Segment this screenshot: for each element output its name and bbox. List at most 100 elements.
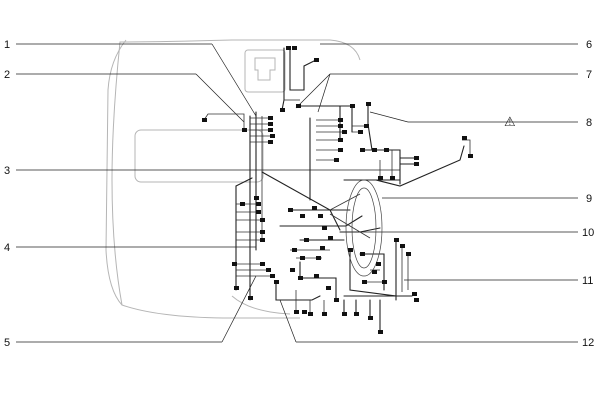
connector-block: [368, 316, 373, 320]
callout-8: 8: [586, 117, 592, 129]
callout-11: 11: [582, 275, 593, 287]
connector-block: [414, 298, 419, 302]
callout-9: 9: [586, 193, 592, 205]
connector-block: [378, 176, 383, 180]
connector-block: [354, 312, 359, 316]
callout-3: 3: [4, 165, 10, 177]
connector-block: [382, 280, 387, 284]
connector-block: [288, 208, 293, 212]
connector-block: [462, 136, 467, 140]
connector-block: [322, 226, 327, 230]
connector-block: [390, 176, 395, 180]
callout-5: 5: [4, 337, 10, 349]
connector-block: [270, 134, 275, 138]
connector-block: [406, 252, 411, 256]
connector-block: [304, 238, 309, 242]
connector-block: [260, 218, 265, 222]
connector-block: [260, 230, 265, 234]
connector-block: [302, 310, 307, 314]
connector-block: [338, 138, 343, 142]
connector-block: [270, 274, 275, 278]
connector-block: [290, 268, 295, 272]
connector-block: [414, 162, 419, 166]
connector-block: [268, 122, 273, 126]
connector-block: [248, 296, 253, 300]
connector-block: [338, 118, 343, 122]
connector-block: [318, 214, 323, 218]
connector-block: [298, 276, 303, 280]
connector-block: [296, 104, 301, 108]
connector-block: [268, 116, 273, 120]
connector-block: [234, 286, 239, 290]
connector-block: [268, 140, 273, 144]
connector-block: [366, 102, 371, 106]
connector-block: [414, 156, 419, 160]
connector-block: [260, 238, 265, 242]
connector-block: [268, 128, 273, 132]
connector-block: [384, 148, 389, 152]
connector-block: [334, 298, 339, 302]
connectors: [202, 46, 473, 334]
leader-2b: [195, 73, 245, 123]
connector-block: [372, 270, 377, 274]
connector-block: [348, 248, 353, 252]
seat-belt-warning-icon: ⚠: [504, 115, 516, 130]
svg-text:⚠: ⚠: [504, 115, 516, 130]
connector-block: [338, 124, 343, 128]
callout-2: 2: [4, 69, 10, 81]
connector-block: [338, 148, 343, 152]
callout-6: 6: [586, 39, 592, 51]
connector-block: [314, 274, 319, 278]
connector-block: [300, 214, 305, 218]
connector-block: [256, 202, 261, 206]
connector-block: [240, 202, 245, 206]
connector-block: [260, 262, 265, 266]
connector-block: [300, 256, 305, 260]
connector-block: [256, 210, 261, 214]
connector-block: [400, 244, 405, 248]
connector-block: [292, 248, 297, 252]
connector-block: [316, 256, 321, 260]
connector-block: [326, 286, 331, 290]
connector-block: [274, 280, 279, 284]
connector-block: [242, 128, 247, 132]
connector-block: [362, 280, 367, 284]
connector-block: [232, 262, 237, 266]
connector-block: [328, 236, 333, 240]
connector-block: [342, 312, 347, 316]
callout-10: 10: [582, 227, 594, 239]
connector-block: [292, 46, 297, 50]
connector-block: [254, 196, 259, 200]
connector-block: [350, 104, 355, 108]
connector-block: [320, 246, 325, 250]
connector-block: [358, 130, 363, 134]
callout-1: 1: [4, 39, 10, 51]
connector-block: [342, 130, 347, 134]
leader-12b: [279, 299, 297, 343]
callout-12: 12: [582, 337, 594, 349]
connector-block: [280, 108, 285, 112]
leader-5b: [221, 275, 257, 343]
connector-block: [294, 310, 299, 314]
leader-lines: [16, 43, 578, 343]
connector-block: [308, 312, 313, 316]
connector-block: [360, 252, 365, 256]
connector-block: [334, 158, 339, 162]
connector-block: [322, 312, 327, 316]
callout-7: 7: [586, 69, 592, 81]
connector-block: [364, 124, 369, 128]
wiring-harness: [203, 47, 471, 333]
connector-block: [372, 148, 377, 152]
connector-block: [394, 238, 399, 242]
connector-block: [286, 46, 291, 50]
callout-labels: 1 2 3 4 5 6 7 8 9 10 11 12: [4, 39, 594, 349]
connector-block: [314, 58, 319, 62]
leader-7b: [295, 73, 331, 109]
connector-block: [266, 268, 271, 272]
connector-block: [468, 154, 473, 158]
leader-8: [369, 111, 409, 123]
connector-block: [202, 118, 207, 122]
callout-4: 4: [4, 242, 10, 254]
